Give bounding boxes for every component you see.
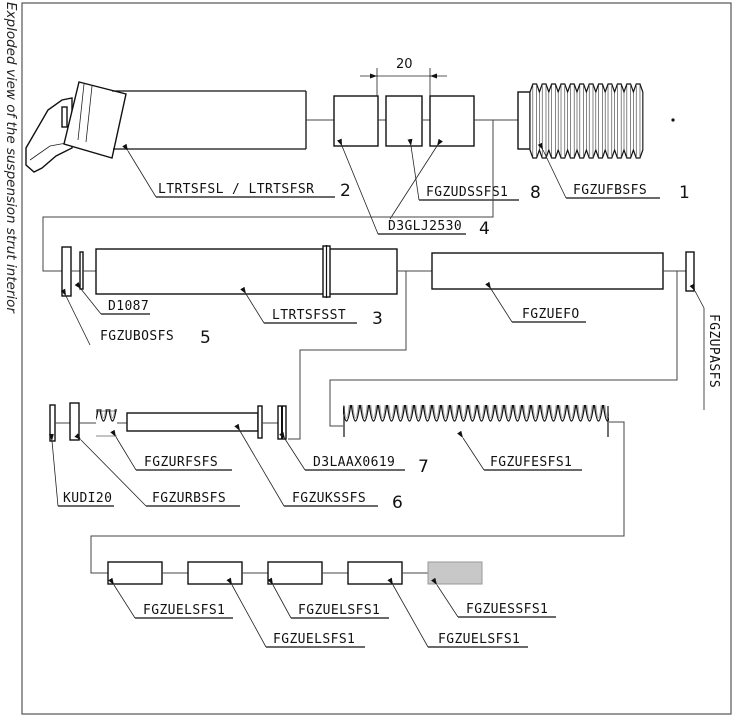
ring-bush-part <box>69 402 80 441</box>
retainer-part <box>277 405 287 440</box>
label-rings: D3GLJ2530 <box>388 219 462 234</box>
item-number-7: 7 <box>418 457 429 477</box>
item-number-2: 2 <box>340 181 351 201</box>
sealing-ring-part <box>385 95 423 147</box>
item-number-4: 4 <box>479 219 490 239</box>
element-part-3 <box>267 561 323 585</box>
drawing-frame <box>21 2 732 715</box>
end-element-part <box>427 561 483 585</box>
label-bellows: FGZUFBSFS <box>573 183 647 198</box>
item-number-8: 8 <box>530 183 541 203</box>
label-element-3: FGZUELSFS1 <box>298 603 380 618</box>
label-element-4: FGZUELSFS1 <box>438 632 520 647</box>
main-spring-part <box>343 405 609 438</box>
disc-washer-part <box>79 251 84 290</box>
label-sealing-ring: FGZUDSSFS1 <box>426 185 508 200</box>
dimension-value: 20 <box>396 57 413 72</box>
tube-part <box>95 245 398 298</box>
label-cylinder: FGZUEFO <box>522 307 580 322</box>
label-disc-washer: D1087 <box>108 299 149 314</box>
bellows-marker-dot <box>671 118 675 122</box>
label-tube: LTRTSFSST <box>272 308 346 323</box>
ring-part-1 <box>333 95 379 147</box>
label-end-plate: FGZUPASFS <box>706 314 721 388</box>
label-guide-bush: FGZUBOSFS <box>100 329 174 344</box>
small-spring-part <box>96 409 117 437</box>
label-element-1: FGZUELSFS1 <box>143 603 225 618</box>
item-number-3: 3 <box>372 309 383 329</box>
element-part-1 <box>107 561 163 585</box>
label-element-2: FGZUELSFS1 <box>273 632 355 647</box>
item-number-5: 5 <box>200 328 211 348</box>
label-strut-housing: LTRTSFSL / LTRTSFSR <box>158 182 314 197</box>
washer-part <box>49 404 56 442</box>
label-piston-rod: FGZUKSSFS <box>292 491 366 506</box>
element-part-2 <box>187 561 243 585</box>
label-small-spring: FGZURFSFS <box>144 455 218 470</box>
item-number-6: 6 <box>392 493 403 513</box>
element-part-4 <box>347 561 403 585</box>
label-retainer: D3LAAX0619 <box>313 455 395 470</box>
label-ring-bush: FGZURBSFS <box>152 491 226 506</box>
strut-housing-part <box>25 81 307 173</box>
piston-rod-part <box>126 405 263 439</box>
label-washer: KUDI20 <box>63 491 112 506</box>
label-end-element: FGZUESSFS1 <box>466 602 548 617</box>
guide-bush-part <box>61 246 72 297</box>
label-main-spring: FGZUFESFS1 <box>490 455 572 470</box>
bellows-part <box>517 83 675 159</box>
end-plate-part <box>685 251 695 292</box>
dimension-annotation: 20 <box>360 57 447 96</box>
cylinder-part <box>431 252 664 290</box>
item-number-1: 1 <box>679 183 690 203</box>
ring-part-2 <box>429 95 475 147</box>
